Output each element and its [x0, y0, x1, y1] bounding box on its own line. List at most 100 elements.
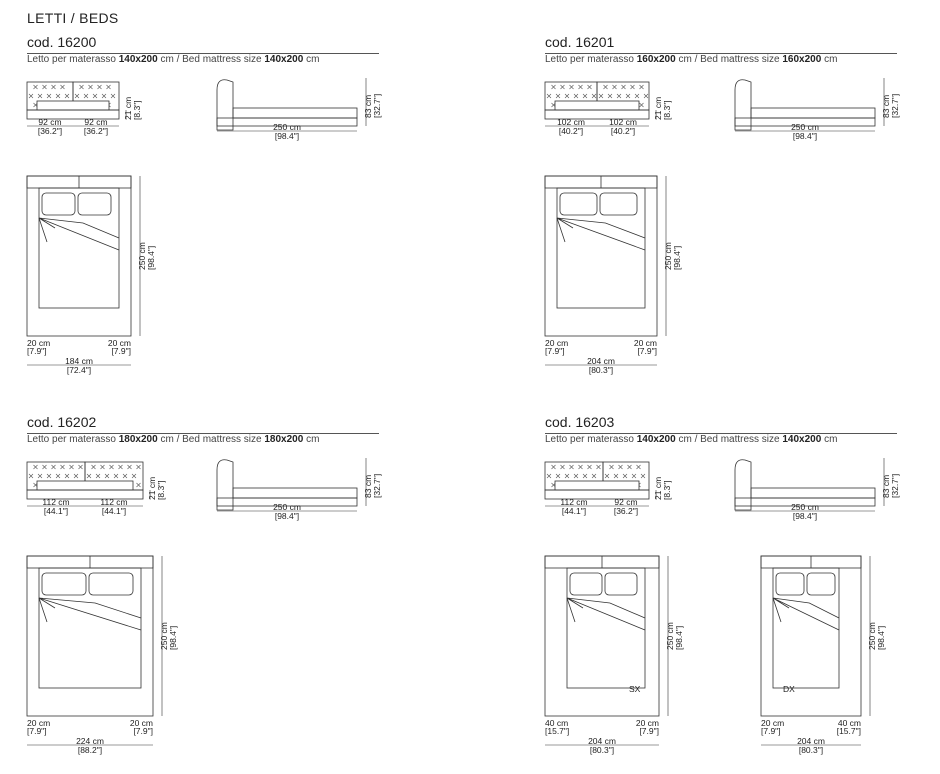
mattress-plan — [566, 567, 646, 689]
dim-length-in: [98.4"] — [146, 246, 156, 270]
mattress-size-line: Letto per materasso 140x200 cm / Bed mat… — [545, 434, 838, 445]
pillow-left — [559, 192, 598, 216]
mattress-size-line: Letto per materasso 160x200 cm / Bed mat… — [545, 54, 838, 65]
dim-frame-right-in: [7.9"] — [133, 726, 153, 736]
dim-height: 83 cm — [881, 475, 891, 498]
quilt-stitch — [591, 93, 597, 99]
quilt-stitch — [51, 84, 56, 90]
quilt-stitch — [634, 93, 640, 99]
quilt-stitch — [555, 473, 561, 479]
dim-frame-left: 20 cm — [545, 338, 568, 348]
quilt-stitch — [603, 84, 608, 90]
dim-frame-left: 20 cm — [27, 338, 50, 348]
dim-length: 250 cm — [273, 122, 301, 132]
bed-block-16203: cod. 16203 Letto per materasso 140x200 c… — [544, 414, 900, 774]
pillow-right — [806, 572, 836, 596]
quilt-stitch — [74, 93, 80, 99]
divider — [545, 53, 897, 54]
quilt-stitch — [587, 464, 592, 470]
dim-frame-right-in: [7.9"] — [637, 346, 657, 356]
mattress-plan — [38, 567, 142, 689]
dim-height: 83 cm — [881, 95, 891, 118]
quilt-stitch — [83, 93, 89, 99]
quilt-stitch — [625, 93, 631, 99]
dim-frame-left-in: [7.9"] — [545, 346, 565, 356]
quilt-stitch — [591, 473, 597, 479]
dim-side-left: 112 cm — [42, 497, 69, 507]
dim-length: 250 cm — [663, 242, 673, 270]
mattress-front — [36, 100, 110, 111]
quilt-stitch — [46, 473, 52, 479]
dim-base-height: 21 cm — [123, 97, 133, 120]
page-title: LETTI / BEDS — [27, 10, 119, 26]
quilt-stitch — [551, 84, 556, 90]
dim-base-height: 21 cm — [653, 97, 663, 120]
divider — [27, 53, 379, 54]
dim-length: 250 cm — [665, 622, 675, 650]
pillow-right — [599, 192, 638, 216]
dim-base-height-in: [8.3"] — [662, 100, 672, 120]
mattress-plan — [38, 187, 120, 309]
bed-block-16202: cod. 16202 Letto per materasso 180x200 c… — [26, 414, 382, 774]
quilt-stitch — [131, 473, 137, 479]
dim-frame-left-in: [7.9"] — [761, 726, 781, 736]
dim-side-right-in: [36.2"] — [614, 506, 638, 516]
dim-side-left-in: [40.2"] — [559, 126, 583, 136]
quilt-stitch — [28, 93, 34, 99]
quilt-stitch — [604, 473, 610, 479]
dim-base-height-in: [8.3"] — [662, 480, 672, 500]
dim-width: 184 cm — [65, 356, 93, 366]
quilt-stitch — [79, 84, 84, 90]
dim-frame-left-in: [15.7"] — [545, 726, 569, 736]
dim-length-in: [98.4"] — [793, 511, 817, 521]
quilt-stitch — [64, 93, 70, 99]
quilt-stitch — [55, 473, 61, 479]
pillow-right — [88, 572, 134, 596]
quilt-stitch — [42, 464, 47, 470]
dim-frame-right-in: [15.7"] — [837, 726, 861, 736]
quilt-stitch — [118, 464, 123, 470]
divider — [27, 433, 379, 434]
bed-block-16201: cod. 16201 Letto per materasso 160x200 c… — [544, 34, 900, 394]
dim-width: 204 cm — [587, 356, 615, 366]
dim-height: 83 cm — [363, 95, 373, 118]
pillow-right — [77, 192, 112, 216]
quilt-stitch — [136, 482, 141, 488]
dim-frame-right-in: [7.9"] — [111, 346, 131, 356]
dim-length: 250 cm — [867, 622, 877, 650]
quilt-stitch — [627, 464, 632, 470]
dim-side-right: 92 cm — [84, 117, 107, 127]
base-side — [734, 117, 876, 127]
quilt-stitch — [78, 464, 83, 470]
mattress-side — [232, 487, 358, 499]
dim-side-left-in: [44.1"] — [562, 506, 586, 516]
quilt-stitch — [569, 464, 574, 470]
quilt-stitch — [560, 84, 565, 90]
quilt-stitch — [569, 84, 574, 90]
pillow-right — [604, 572, 638, 596]
dim-width: 204 cm — [588, 736, 616, 746]
dim-side-right: 112 cm — [100, 497, 127, 507]
dim-length-in: [98.4"] — [275, 131, 299, 141]
quilt-stitch — [55, 93, 61, 99]
headboard-side — [734, 79, 752, 131]
quilt-stitch — [546, 93, 552, 99]
dim-side-left-in: [44.1"] — [44, 506, 68, 516]
quilt-stitch — [573, 93, 579, 99]
quilt-stitch — [560, 464, 565, 470]
mattress-side — [750, 487, 876, 499]
mattress-plan — [772, 567, 840, 689]
quilt-stitch — [122, 473, 128, 479]
base-front — [26, 489, 144, 500]
headboard-side — [734, 459, 752, 511]
dim-frame-right: 20 cm — [636, 718, 659, 728]
base-side — [734, 497, 876, 507]
quilt-stitch — [555, 93, 561, 99]
base-front — [26, 109, 120, 120]
dim-frame-left: 20 cm — [27, 718, 50, 728]
dim-width-in: [80.3"] — [799, 745, 823, 755]
quilt-stitch — [88, 84, 93, 90]
dim-width-in: [88.2"] — [78, 745, 102, 755]
dim-width: 204 cm — [797, 736, 825, 746]
quilt-stitch — [582, 93, 588, 99]
